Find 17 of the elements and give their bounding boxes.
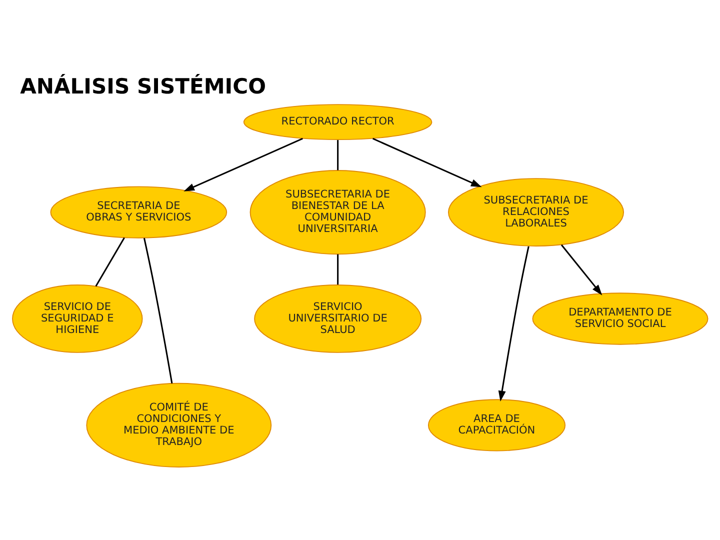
connector [337, 140, 339, 170]
node-ellipse: SUBSECRETARIA DE BIENESTAR DE LA COMUNIDAD UNIVERSITARIA [250, 169, 426, 254]
connector [143, 237, 173, 383]
node-ellipse: COMITÉ DE CONDICIONES Y MEDIO AMBIENTE DE TRABAJO [86, 382, 272, 467]
node-ellipse: RECTORADO RECTOR [243, 104, 432, 140]
diagram-title: ANÁLISIS SISTÉMICO [20, 73, 266, 98]
connector [95, 236, 125, 286]
node-ellipse: SECRETARIA DE OBRAS Y SERVICIOS [50, 186, 228, 238]
node-ellipse: AREA DE CAPACITACIÓN [428, 398, 566, 451]
node-ellipse: SERVICIO DE SEGURIDAD E HIGIENE [12, 284, 143, 352]
arrow [560, 244, 602, 295]
arrow [184, 137, 303, 191]
node-ellipse: DEPARTAMENTO DE SERVICIO SOCIAL [532, 292, 708, 344]
connector [337, 254, 339, 284]
arrow [372, 137, 482, 187]
arrow [498, 246, 530, 402]
node-ellipse: SERVICIO UNIVERSITARIO DE SALUD [254, 284, 422, 352]
